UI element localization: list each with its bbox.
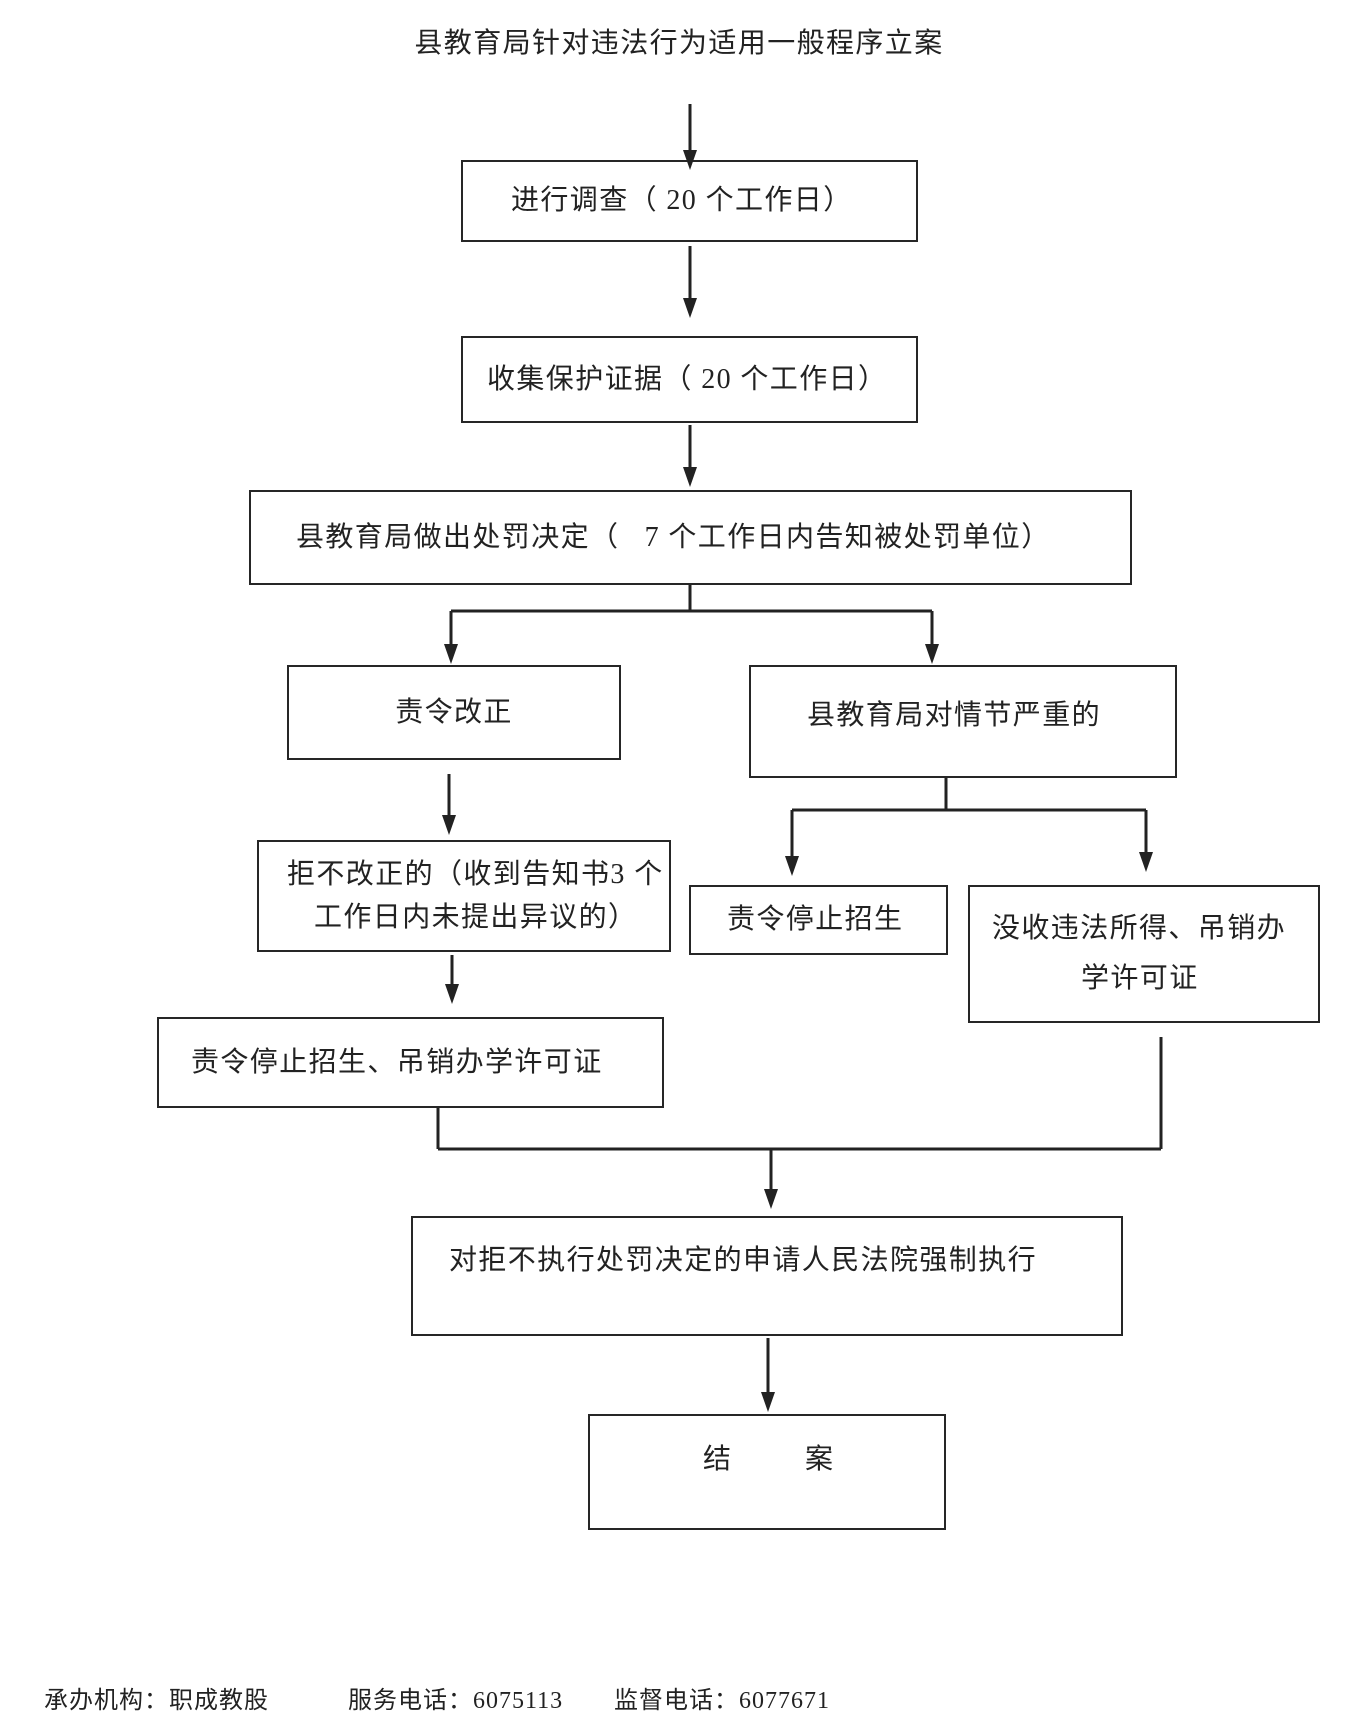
arrow-to-confiscate-revoke-head <box>1139 852 1153 872</box>
order-correction-box: 责令改正 <box>287 665 621 760</box>
arrow-to-refuse-correction <box>442 774 456 835</box>
arrow-investigate-to-evidence-head <box>683 298 697 318</box>
close-case-label: 结 案 <box>703 1444 840 1475</box>
serious-cases-box: 县教育局对情节严重的 <box>749 665 1177 778</box>
stop-and-revoke-label: 责令停止招生、吊销办学许可证 <box>191 1046 603 1078</box>
arrow-to-serious-cases <box>925 611 939 664</box>
arrow-evidence-to-decision <box>683 425 697 487</box>
arrow-to-order-correction-head <box>444 644 458 664</box>
arrow-to-order-correction <box>444 611 458 664</box>
penalty-decision-label: 县教育局做出处罚决定（ 7 个工作日内告知被处罚单位） <box>296 521 1051 553</box>
arrow-to-confiscate-revoke <box>1139 810 1153 872</box>
arrow-investigate-to-evidence <box>683 246 697 318</box>
footer-supervision-phone-label: 监督电话： <box>614 1688 739 1714</box>
stop-enrollment-label: 责令停止招生 <box>727 904 904 935</box>
close-case-box: 结 案 <box>588 1414 946 1530</box>
arrow-to-stop-enrollment-head <box>785 856 799 876</box>
arrow-to-serious-cases-head <box>925 644 939 664</box>
arrow-to-stop-enrollment <box>785 810 799 876</box>
refuse-correction-box: 拒不改正的（收到告知书3 个 工作日内未提出异议的） <box>257 840 671 952</box>
footer-service-phone-value: 6075113 <box>473 1688 564 1714</box>
order-correction-label: 责令改正 <box>395 696 513 728</box>
confiscate-label-line2: 学许可证 <box>1081 963 1199 994</box>
footer-agency-label: 承办机构： <box>44 1688 169 1714</box>
investigate-box: 进行调查（ 20 个工作日） <box>461 160 918 242</box>
stop-enrollment-box: 责令停止招生 <box>689 885 948 955</box>
arrow-to-stop-and-revoke <box>445 955 459 1004</box>
collect-evidence-box: 收集保护证据（ 20 个工作日） <box>461 336 918 423</box>
arrow-to-refuse-correction-head <box>442 815 456 835</box>
arrow-to-close-case-head <box>761 1392 775 1412</box>
footer-supervision-phone: 监督电话：6077671 <box>600 1659 830 1715</box>
court-enforcement-box: 对拒不执行处罚决定的申请人民法院强制执行 <box>411 1216 1123 1336</box>
arrow-to-stop-and-revoke-head <box>445 984 459 1004</box>
arrow-to-court-enforcement <box>764 1149 778 1209</box>
arrow-to-court-enforcement-head <box>764 1189 778 1209</box>
footer-agency: 承办机构：职成教股 <box>30 1659 269 1715</box>
footer-supervision-phone-value: 6077671 <box>739 1688 830 1714</box>
investigate-label: 进行调查（ 20 个工作日） <box>511 185 853 216</box>
refuse-correction-label-line2: 工作日内未提出异议的） <box>314 902 638 933</box>
confiscate-label-line1: 没收违法所得、吊销办 <box>992 913 1287 944</box>
collect-evidence-label: 收集保护证据（ 20 个工作日） <box>487 363 888 395</box>
confiscate-revoke-box: 没收违法所得、吊销办 学许可证 <box>968 885 1320 1023</box>
flowchart-title: 县教育局针对违法行为适用一般程序立案 <box>414 28 944 59</box>
footer-agency-value: 职成教股 <box>169 1688 269 1714</box>
footer-service-phone: 服务电话：6075113 <box>334 1659 563 1715</box>
footer-service-phone-label: 服务电话： <box>348 1688 473 1714</box>
refuse-correction-label-line1: 拒不改正的（收到告知书3 个 <box>287 859 664 890</box>
serious-cases-label: 县教育局对情节严重的 <box>807 700 1102 731</box>
arrow-evidence-to-decision-head <box>683 467 697 487</box>
penalty-decision-box: 县教育局做出处罚决定（ 7 个工作日内告知被处罚单位） <box>249 490 1132 585</box>
stop-and-revoke-box: 责令停止招生、吊销办学许可证 <box>157 1017 664 1108</box>
court-enforcement-label: 对拒不执行处罚决定的申请人民法院强制执行 <box>449 1245 1038 1276</box>
arrow-to-close-case <box>761 1338 775 1412</box>
